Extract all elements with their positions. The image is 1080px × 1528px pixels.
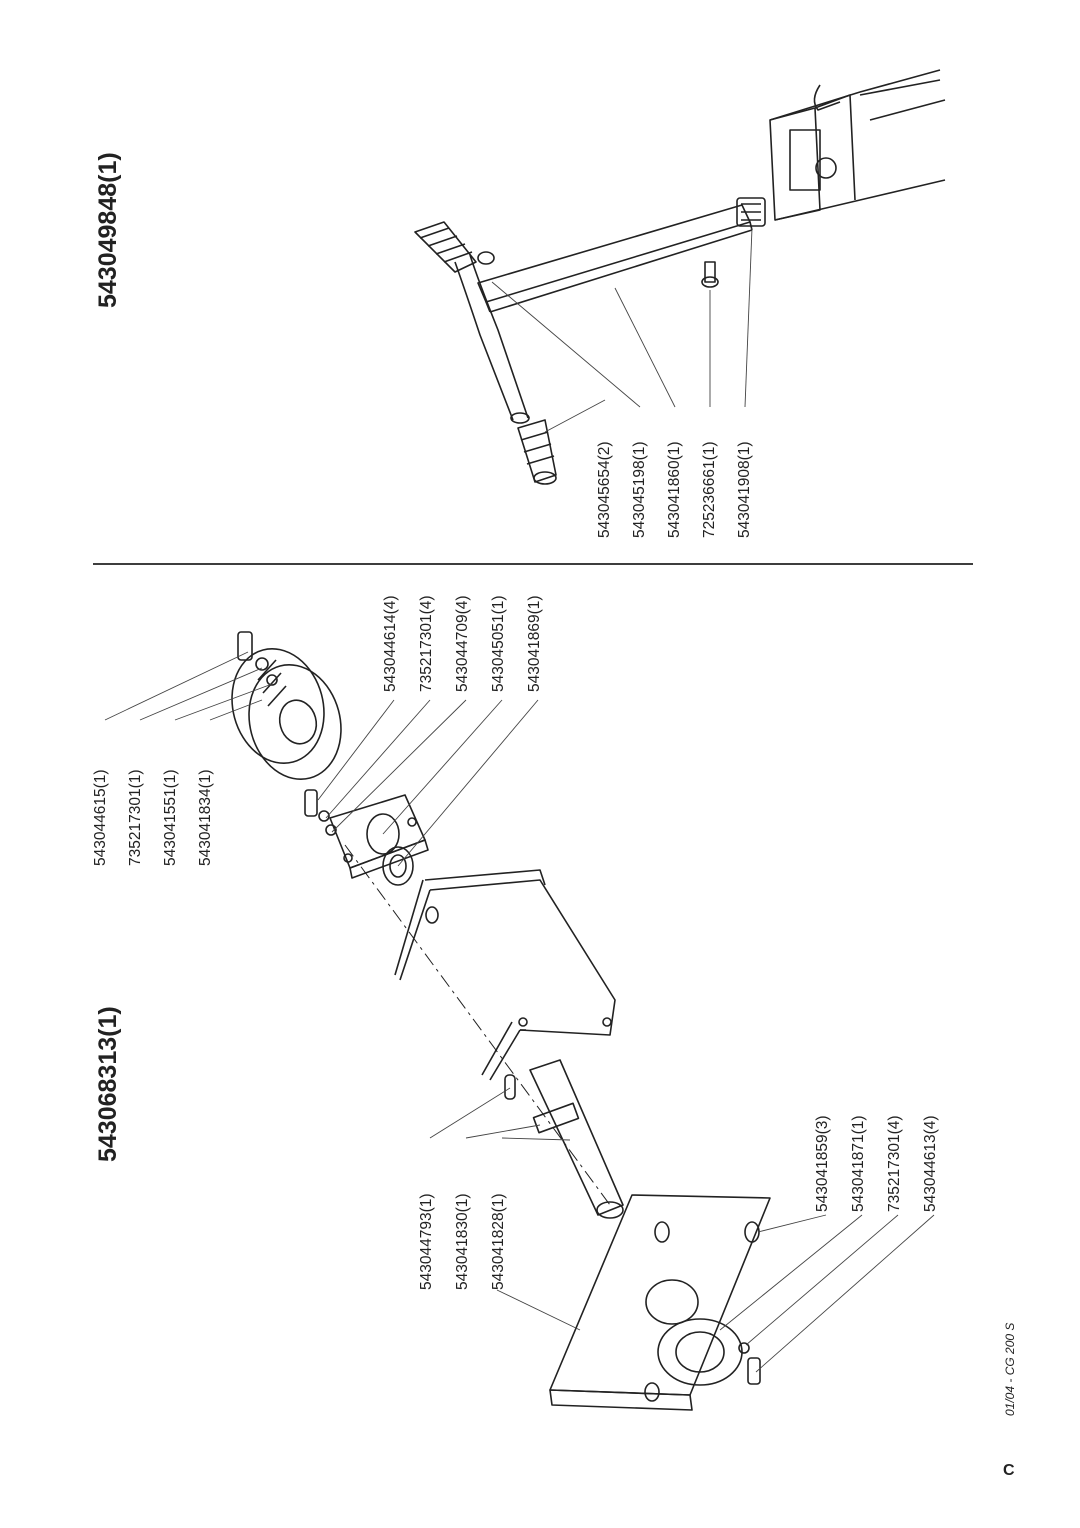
assembly-title-right: 543049848(1): [94, 152, 122, 308]
leader-lines: [104, 227, 935, 1373]
part-number: 543044613(4): [922, 1115, 939, 1212]
part-number: 543045198(1): [631, 441, 648, 538]
part-number: 543041908(1): [736, 441, 753, 538]
part-number: 543044793(1): [418, 1193, 435, 1290]
part-number: 543041860(1): [666, 441, 683, 538]
part-number: 735217301(1): [127, 769, 144, 866]
part-number: 543044615(1): [92, 769, 109, 866]
part-number: 543044614(4): [382, 595, 399, 692]
part-number: 543041828(1): [490, 1193, 507, 1290]
part-number: 543044709(4): [454, 595, 471, 692]
part-number: 543041871(1): [850, 1115, 867, 1212]
document-code: 01/04 - CG 200 S: [1003, 1322, 1017, 1416]
part-number: 543045051(1): [490, 595, 507, 692]
page-letter: C: [1003, 1462, 1015, 1479]
part-number: 543041830(1): [454, 1193, 471, 1290]
drive-assembly-drawing: [231, 631, 771, 1411]
assembly-title-left: 543068313(1): [94, 1006, 122, 1162]
handle-assembly-drawing: [414, 69, 946, 485]
part-number: 543041859(3): [814, 1115, 831, 1212]
part-number: 725236661(1): [701, 441, 718, 538]
part-number: 543045654(2): [596, 441, 613, 538]
part-number: 735217301(4): [418, 595, 435, 692]
part-number: 735217301(4): [886, 1115, 903, 1212]
part-number: 543041551(1): [162, 769, 179, 866]
part-number: 543041869(1): [526, 595, 543, 692]
part-number: 543041834(1): [197, 769, 214, 866]
